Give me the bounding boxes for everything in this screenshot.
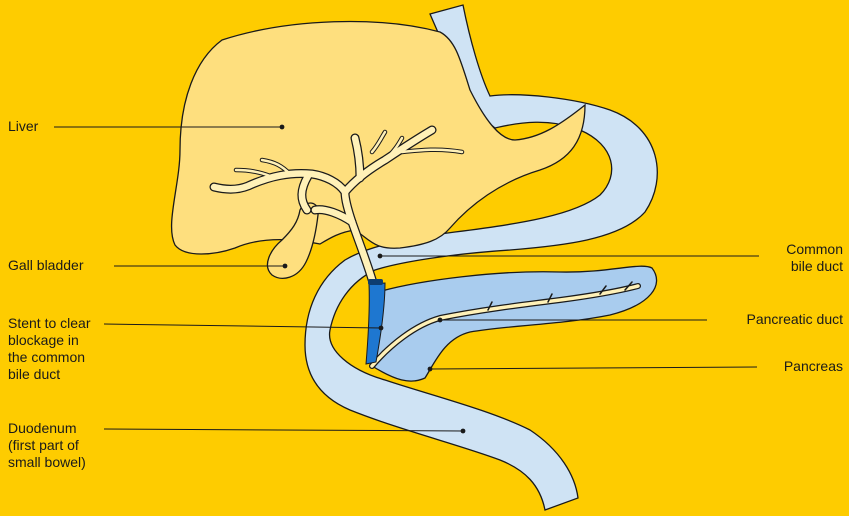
- pancreas-leader-line: [430, 367, 757, 369]
- liver-shape: [172, 22, 585, 254]
- label-liver: Liver: [8, 118, 38, 135]
- label-common-bile-duct: Common bile duct: [786, 241, 843, 275]
- label-gall-bladder: Gall bladder: [8, 257, 84, 274]
- pancreas-shape: [370, 266, 657, 381]
- stent-top-cap: [368, 279, 383, 285]
- label-pancreatic-duct: Pancreatic duct: [747, 311, 844, 328]
- label-pancreas: Pancreas: [784, 358, 843, 375]
- stent-leader-line: [104, 324, 381, 328]
- label-stent: Stent to clear blockage in the common bi…: [8, 315, 91, 383]
- label-duodenum: Duodenum (first part of small bowel): [8, 420, 86, 471]
